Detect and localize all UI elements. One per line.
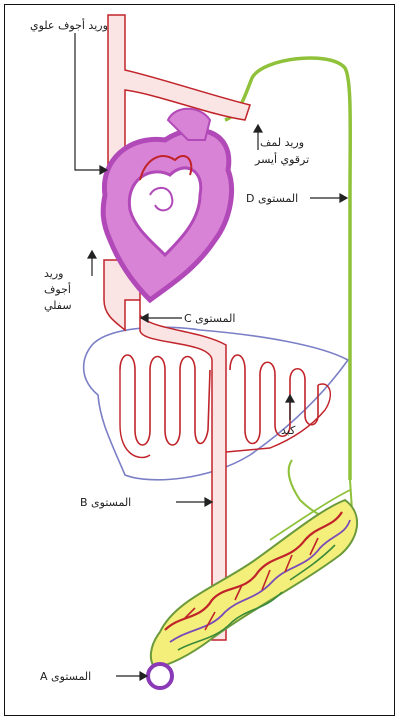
lymph-duct	[225, 58, 350, 480]
label-ivc-line2: أجوف	[44, 282, 71, 297]
label-subclavian-line1: وريد لمف	[260, 135, 304, 150]
label-subclavian-line2: ترقوي أيسر	[255, 152, 309, 167]
bottom-vessel-ring	[148, 664, 172, 688]
label-ivc-line3: سفلي	[44, 298, 72, 313]
label-level-d: المستوى D	[246, 191, 298, 206]
label-superior-vena-cava: وريد أجوف علوي	[30, 18, 108, 33]
label-liver: كبد	[281, 423, 295, 438]
intestine	[151, 500, 357, 668]
label-level-b: المستوى B	[80, 495, 131, 510]
label-level-c: المستوى C	[184, 311, 235, 326]
label-level-a: المستوى A	[40, 669, 91, 684]
label-ivc-line1: وريد	[44, 266, 63, 281]
